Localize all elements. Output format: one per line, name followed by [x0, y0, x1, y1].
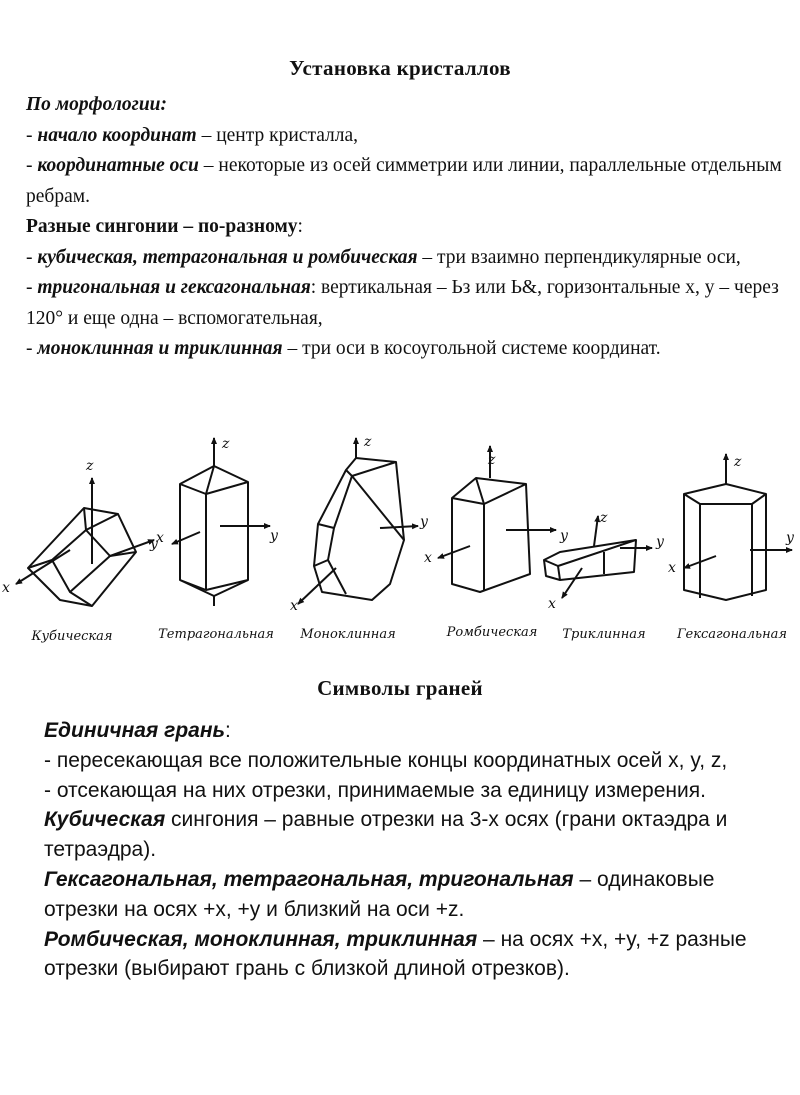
paragraph-cubic: Кубическая сингония – равные отрезки на … [44, 808, 728, 862]
label-monoclinic: Моноклинная [299, 627, 395, 642]
section-title-face-symbols: Символы граней [317, 676, 483, 700]
heading-syngonies: Разные сингонии – по-разному: [26, 216, 303, 237]
monoclinic-axis-y: y [419, 514, 429, 530]
label-rhombic: Ромбическая [446, 625, 538, 640]
tetragonal-axis-x: x [156, 530, 164, 546]
section-title-crystal-setup: Установка кристаллов [289, 56, 511, 80]
label-tetragonal: Тетрагональная [158, 627, 274, 642]
paragraph-hex-tetra-trig: Гексагональная, тетрагональная, тригонал… [44, 867, 715, 921]
line-axes: - координатные оси – некоторые из осей с… [26, 155, 782, 207]
heading-unit-face: Единичная грань: [44, 719, 231, 742]
triclinic-axis-x: x [548, 596, 556, 612]
triclinic-axis-z: z [599, 510, 608, 526]
monoclinic-axis-x: x [290, 598, 298, 614]
line-origin: - начало координат – центр кристалла, [26, 124, 359, 146]
hexagonal-axis-z: z [733, 454, 742, 470]
unit-face-bullet-1: - пересекающая все положительные концы к… [44, 748, 728, 772]
line-cubic-tetra-rhombic: - кубическая, тетрагональная и ромбическ… [26, 246, 741, 268]
crystal-setup-text: По морфологии: - начало координат – цент… [26, 90, 786, 365]
crystal-tetragonal [171, 437, 271, 606]
label-hexagonal: Гексагональная [676, 627, 787, 642]
unit-face-bullet-2: - отсекающая на них отрезки, принимаемые… [44, 778, 706, 802]
hexagonal-axis-x: x [668, 560, 676, 576]
line-monoclinic-triclinic: - моноклинная и триклинная – три оси в к… [26, 338, 661, 359]
crystal-monoclinic [297, 437, 419, 605]
cubic-axis-x: x [2, 580, 10, 596]
cubic-axis-y: y [149, 536, 159, 552]
face-symbols-text: Единичная грань: - пересекающая все поло… [44, 716, 784, 984]
crystal-rhombic [437, 445, 557, 593]
crystal-systems-figure: z x y z x y z x y z x y z x y z x y Куби… [2, 434, 795, 644]
crystal-triclinic [543, 515, 653, 599]
paragraph-rhombic-mono-tricl: Ромбическая, моноклинная, триклинная – н… [44, 927, 747, 981]
hexagonal-axis-y: y [785, 530, 795, 546]
line-trigonal-hexagonal: - тригональная и гексагональная: вертика… [26, 277, 779, 329]
cubic-axis-z: z [85, 458, 94, 474]
monoclinic-axis-z: z [363, 434, 372, 450]
triclinic-axis-y: y [655, 534, 665, 550]
tetragonal-axis-y: y [269, 528, 279, 544]
rhombic-axis-x: x [424, 550, 432, 566]
rhombic-axis-y: y [559, 528, 569, 544]
crystal-hexagonal [683, 453, 793, 601]
heading-morphology: По морфологии: [26, 94, 168, 115]
tetragonal-axis-z: z [221, 436, 230, 452]
rhombic-axis-z: z [487, 452, 496, 468]
label-cubic: Кубическая [30, 629, 112, 644]
crystal-cubic [15, 477, 155, 607]
label-triclinic: Триклинная [562, 627, 645, 642]
